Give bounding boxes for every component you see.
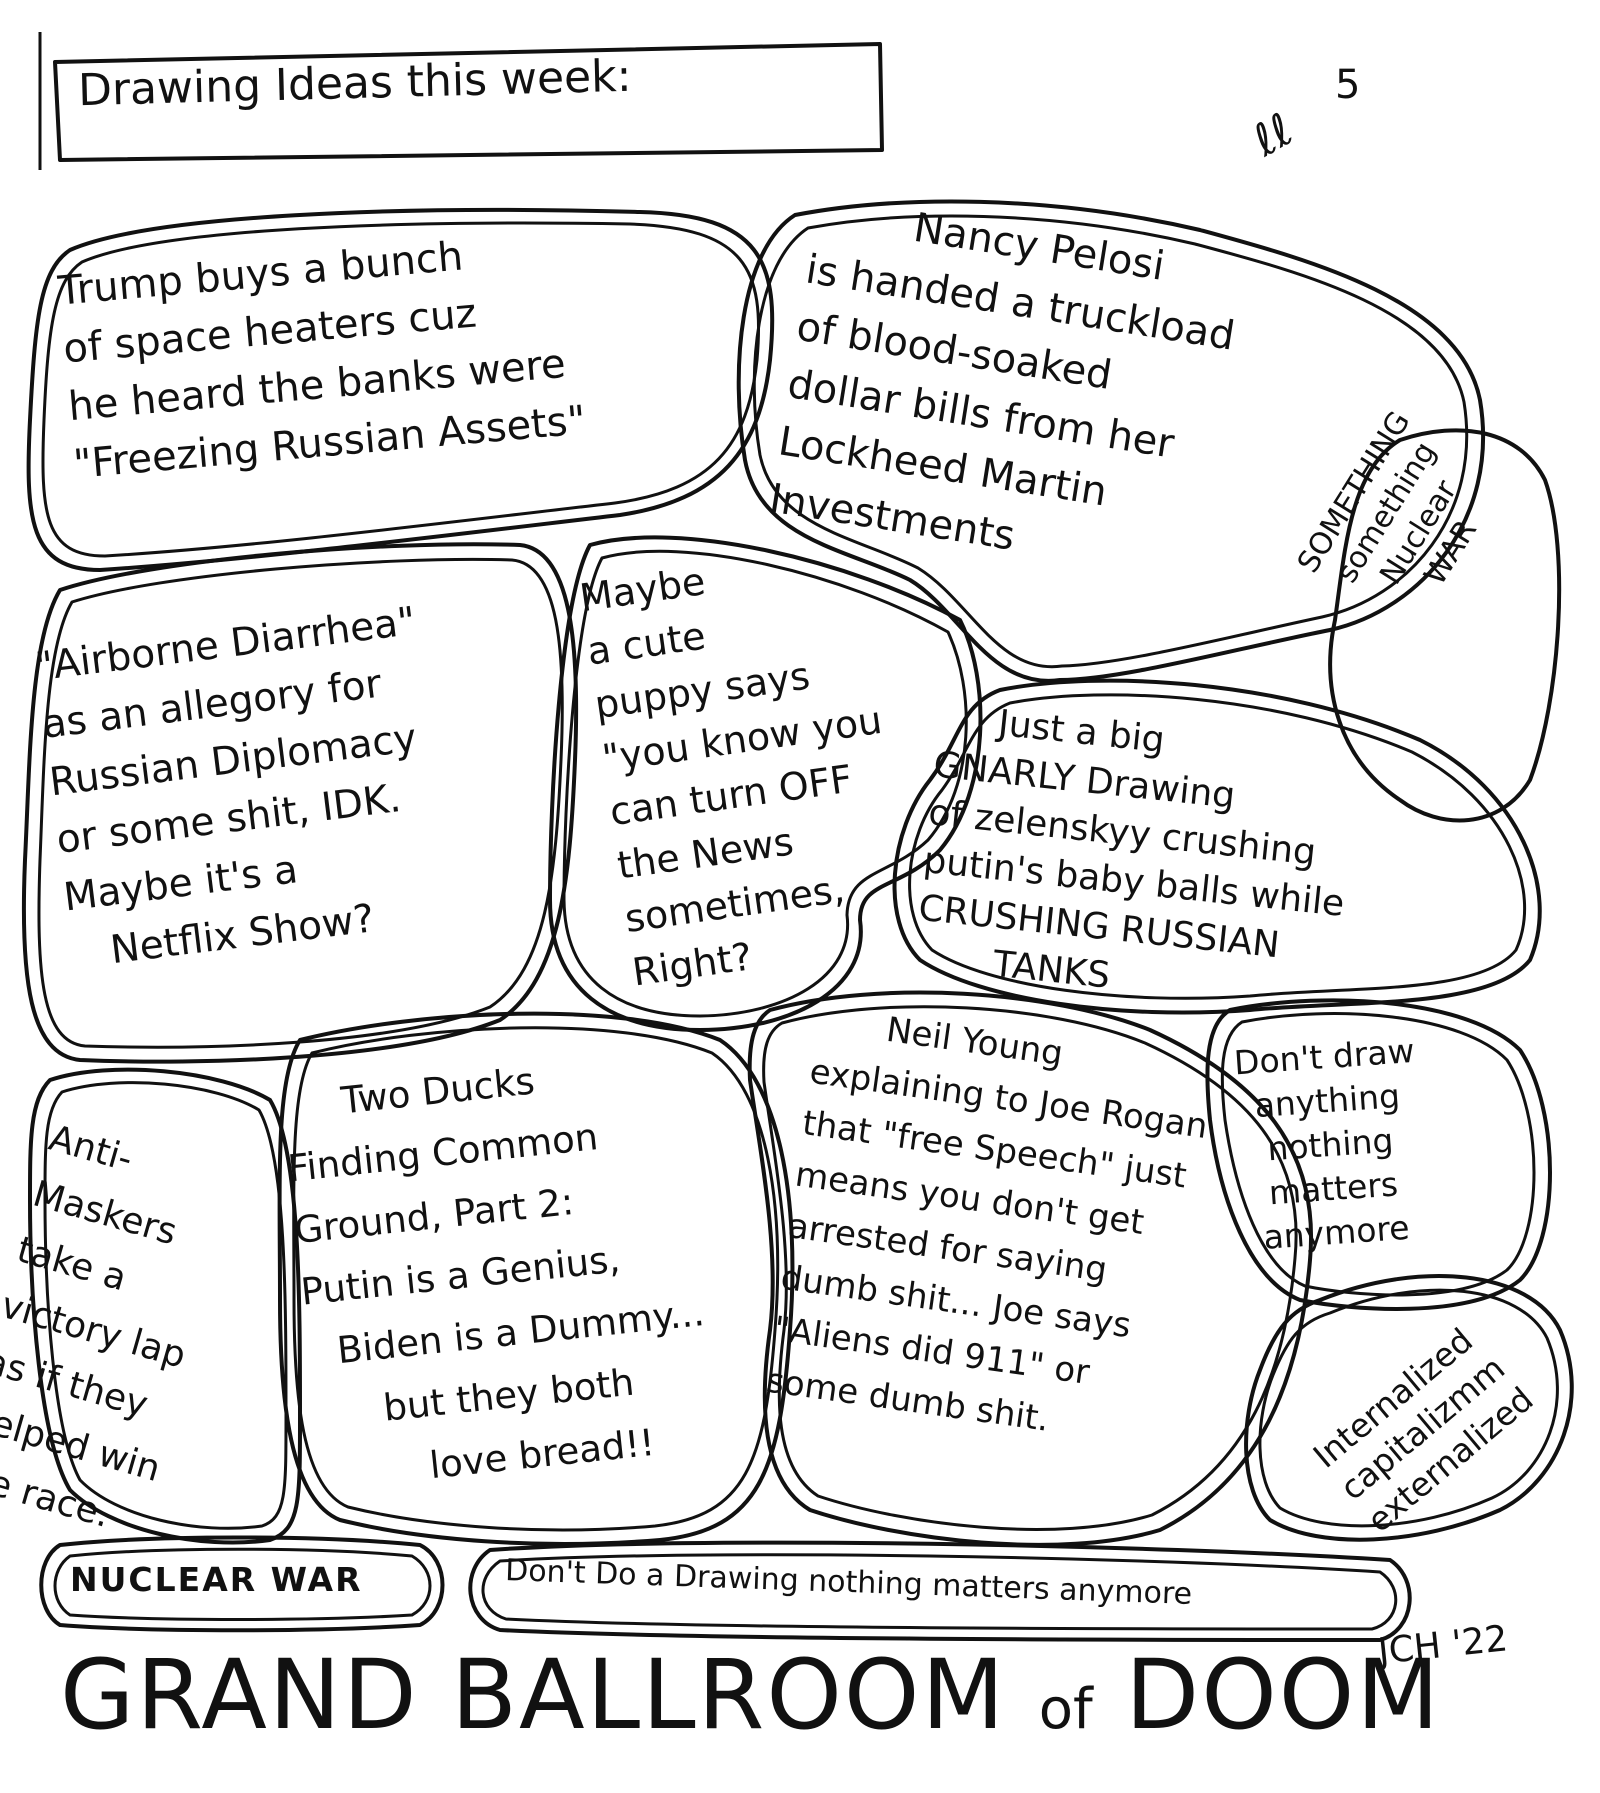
title-box	[53, 42, 884, 162]
bubble-trump	[26, 207, 775, 572]
footer-title: GRAND BALLROOM of DOOM	[60, 1640, 1441, 1765]
bubble-anti-maskers	[28, 1067, 302, 1545]
bubble-airborne	[21, 542, 579, 1064]
footer-title-of: of	[1038, 1677, 1093, 1742]
bubble-dont-do	[468, 1540, 1412, 1642]
idea-dont-draw: Don't draw anything nothing matters anym…	[1233, 1029, 1429, 1261]
idea-neil-young: Neil Young explaining to Joe Rogan that …	[763, 994, 1218, 1462]
idea-puppy: Maybe a cute puppy says "you know you ca…	[576, 532, 915, 999]
idea-airborne: "Airborne Diarrhea" as an allegory for R…	[32, 593, 454, 985]
bubble-pelosi	[736, 199, 1486, 683]
idea-ducks: Two Ducks Finding Common Ground, Part 2:…	[278, 1035, 720, 1508]
bubble-ducks	[277, 1011, 795, 1546]
idea-pelosi: Nancy Pelosi is handed a truckload of bl…	[765, 183, 1247, 595]
bubble-neil-young	[747, 990, 1314, 1547]
bubble-nuclear-side	[1328, 428, 1562, 823]
bubble-puppy	[548, 535, 983, 1032]
margin-number: 5	[1335, 62, 1361, 108]
idea-trump: Trump buys a bunch of space heaters cuz …	[56, 218, 588, 494]
idea-nuclear-war: NUCLEAR WAR	[70, 1560, 363, 1599]
bubble-zelenskyy	[892, 678, 1542, 1015]
bubble-capitalism	[1244, 1274, 1574, 1542]
bubble-nuclear-war	[39, 1535, 445, 1633]
footer-title-end: DOOM	[1125, 1639, 1442, 1751]
footer-title-main: GRAND BALLROOM	[60, 1639, 1007, 1751]
bubble-dont-draw	[1205, 998, 1552, 1311]
idea-zelenskyy: Just a big GNARLY Drawing of zelenskyy c…	[911, 694, 1362, 1025]
